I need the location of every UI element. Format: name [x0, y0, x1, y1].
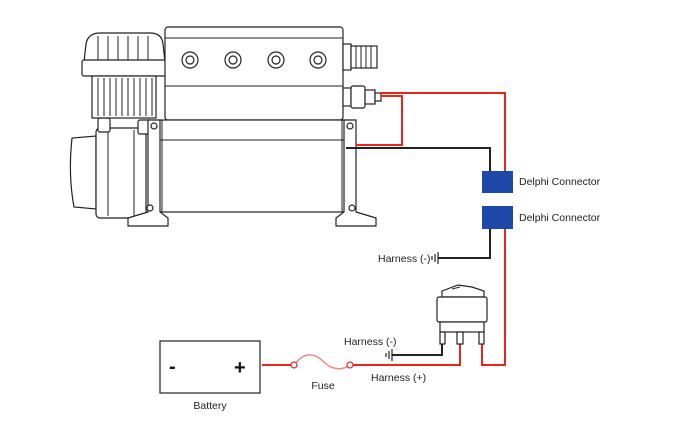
positive-wire-connector-to-switch — [481, 229, 506, 366]
air-fitting — [342, 43, 378, 71]
fuse-label: Fuse — [311, 380, 335, 392]
ground-icon — [385, 349, 393, 361]
fuse-terminal — [346, 361, 354, 369]
battery-negative-terminal: - — [169, 356, 176, 378]
port-icon — [181, 51, 199, 69]
positive-wire-harness-right — [350, 342, 461, 366]
positive-wire-switch-loop — [356, 95, 403, 146]
rocker-switch — [436, 284, 488, 345]
negative-wire-to-connector — [346, 147, 491, 172]
delphi-connector-block — [482, 171, 513, 193]
battery-icon — [159, 340, 261, 394]
harness-positive-label: Harness (+) — [371, 372, 426, 384]
ground-icon — [431, 252, 439, 264]
cylinder-head — [83, 32, 166, 63]
battery-label: Battery — [193, 400, 227, 412]
crankcase — [157, 119, 347, 213]
fuse-terminal — [290, 361, 298, 369]
negative-wire-to-ground — [438, 229, 491, 259]
port-icon — [224, 51, 242, 69]
positive-wires — [262, 92, 506, 370]
port-icon — [309, 51, 327, 69]
mounting-bracket — [127, 119, 169, 227]
positive-wire-to-connector — [381, 92, 506, 172]
battery-positive-terminal: + — [234, 357, 246, 379]
negative-wire-switch-ground — [392, 342, 443, 356]
harness-negative-label: Harness (-) — [344, 336, 397, 348]
negative-wires — [346, 147, 491, 356]
port-icon — [267, 51, 285, 69]
delphi-connector-label: Delphi Connector — [519, 212, 601, 224]
mounting-bracket — [335, 119, 377, 227]
air-compressor — [69, 26, 382, 227]
harness-negative-label: Harness (-) — [378, 253, 431, 265]
pressure-switch — [342, 85, 382, 109]
delphi-connector-block — [482, 206, 513, 229]
motor-end-cap — [69, 135, 97, 210]
manifold-block — [164, 26, 344, 121]
delphi-connector-label: Delphi Connector — [519, 176, 601, 188]
fuse-wire — [293, 354, 351, 370]
